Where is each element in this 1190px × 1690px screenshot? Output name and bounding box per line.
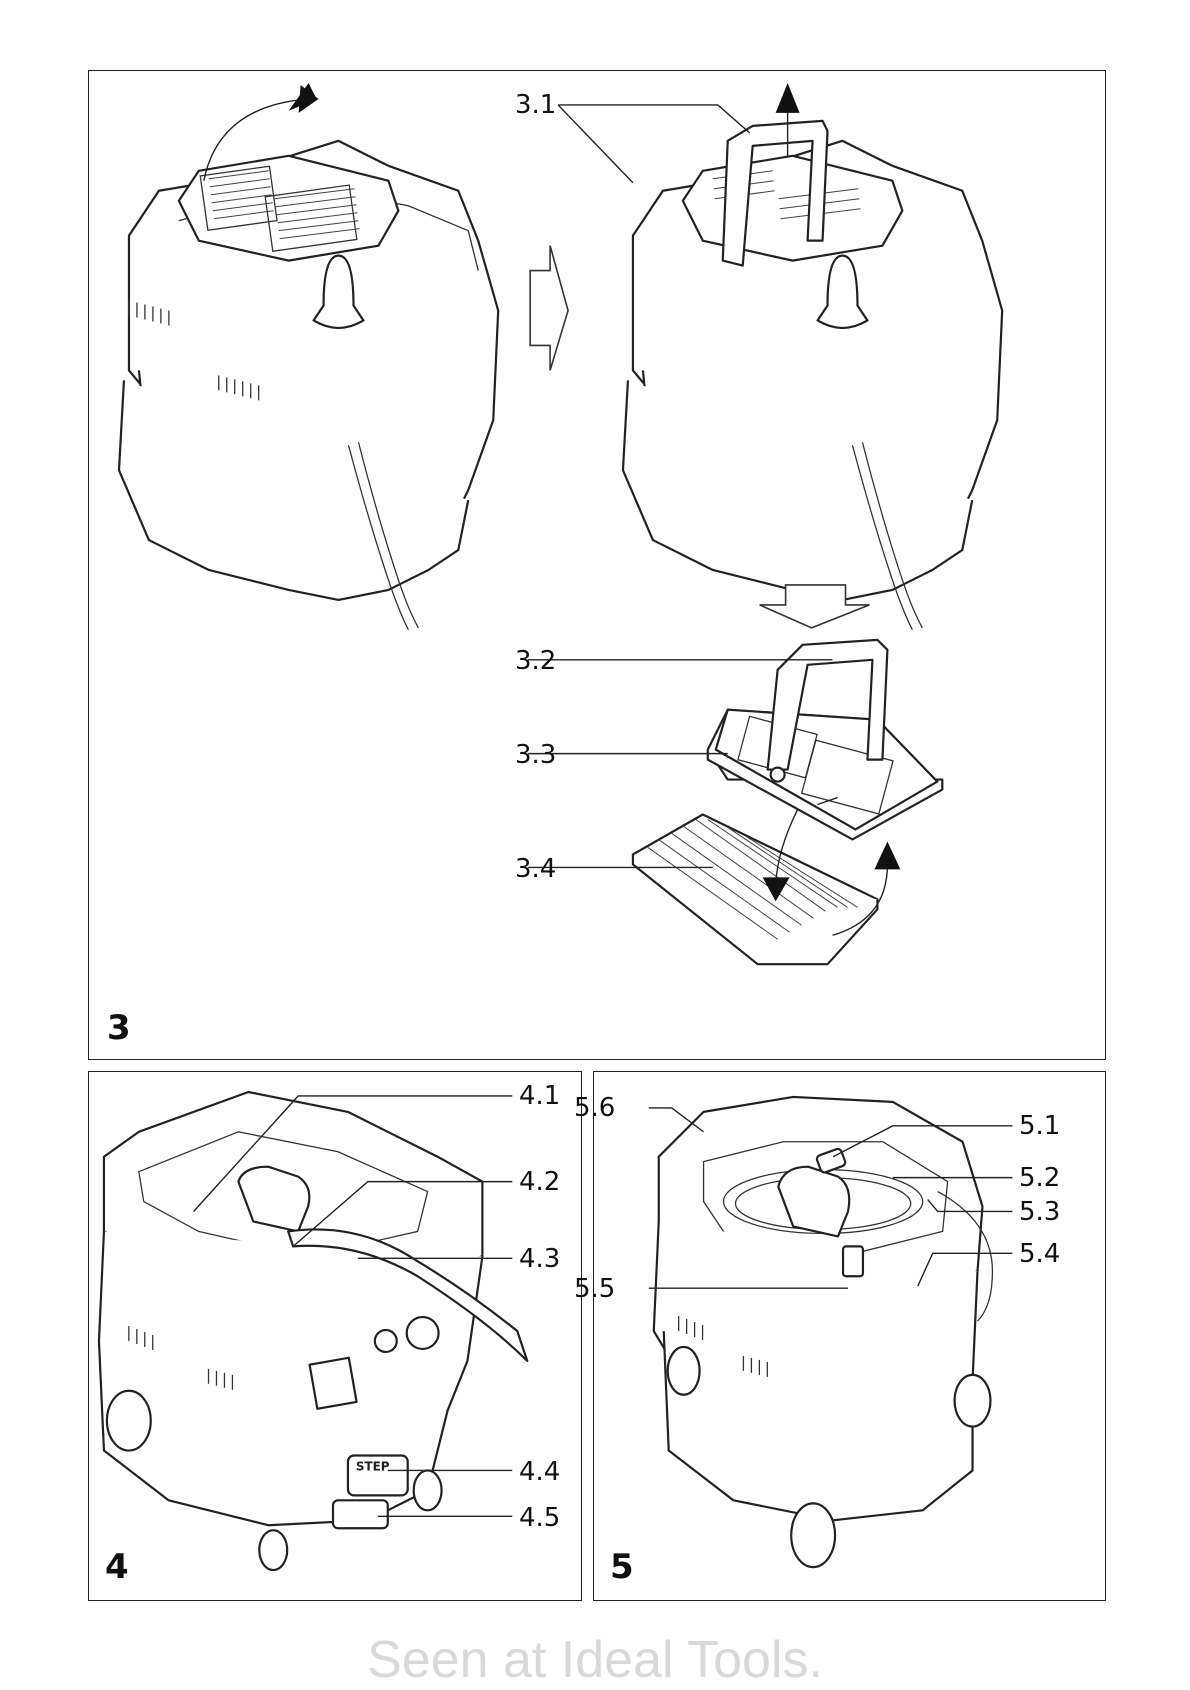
vacuum-open-drawing xyxy=(623,121,1002,630)
callout-3-1: 3.1 xyxy=(515,92,556,118)
figure-4-panel: STEP 4.1 4.2 4.3 4.4 4.5 4 xyxy=(88,1071,582,1601)
callout-3-2: 3.2 xyxy=(515,648,556,674)
figure-number-3: 3 xyxy=(107,1011,131,1045)
callout-5-1: 5.1 xyxy=(1019,1113,1060,1139)
callout-4-1: 4.1 xyxy=(519,1083,560,1109)
step-label: STEP xyxy=(356,1459,390,1473)
callout-4-3: 4.3 xyxy=(519,1246,560,1272)
filter-cassette-drawing xyxy=(708,640,943,840)
callout-3-3: 3.3 xyxy=(515,742,556,768)
filter-element-drawing xyxy=(633,814,878,964)
figure-number-5: 5 xyxy=(610,1550,634,1584)
vacuum-hose-storage-drawing xyxy=(99,1092,527,1570)
callout-5-5: 5.5 xyxy=(574,1276,615,1302)
figure-5-illustration xyxy=(594,1072,1105,1600)
callout-5-3: 5.3 xyxy=(1019,1199,1060,1225)
lift-arrow-icon xyxy=(776,83,800,156)
callout-4-4: 4.4 xyxy=(519,1459,560,1485)
figure-number-4: 4 xyxy=(105,1550,129,1584)
callout-4-2: 4.2 xyxy=(519,1169,560,1195)
figure-3-panel: 3.1 3.2 3.3 3.4 3 xyxy=(88,70,1106,1060)
watermark: Seen at Ideal Tools. xyxy=(0,1630,1190,1690)
transition-arrow-icon xyxy=(530,246,568,371)
figure-5-panel: 5.6 5.1 5.2 5.3 5.4 5.5 5 xyxy=(593,1071,1106,1601)
vacuum-cord-storage-drawing xyxy=(654,1097,993,1567)
figure-4-illustration: STEP xyxy=(89,1072,581,1600)
callout-5-6: 5.6 xyxy=(574,1095,615,1121)
vacuum-closed-drawing xyxy=(119,141,498,630)
callout-4-5: 4.5 xyxy=(519,1505,560,1531)
callout-5-4: 5.4 xyxy=(1019,1241,1060,1267)
figure-3-illustration xyxy=(89,71,1105,1059)
callout-5-2: 5.2 xyxy=(1019,1165,1060,1191)
callout-3-4: 3.4 xyxy=(515,856,556,882)
